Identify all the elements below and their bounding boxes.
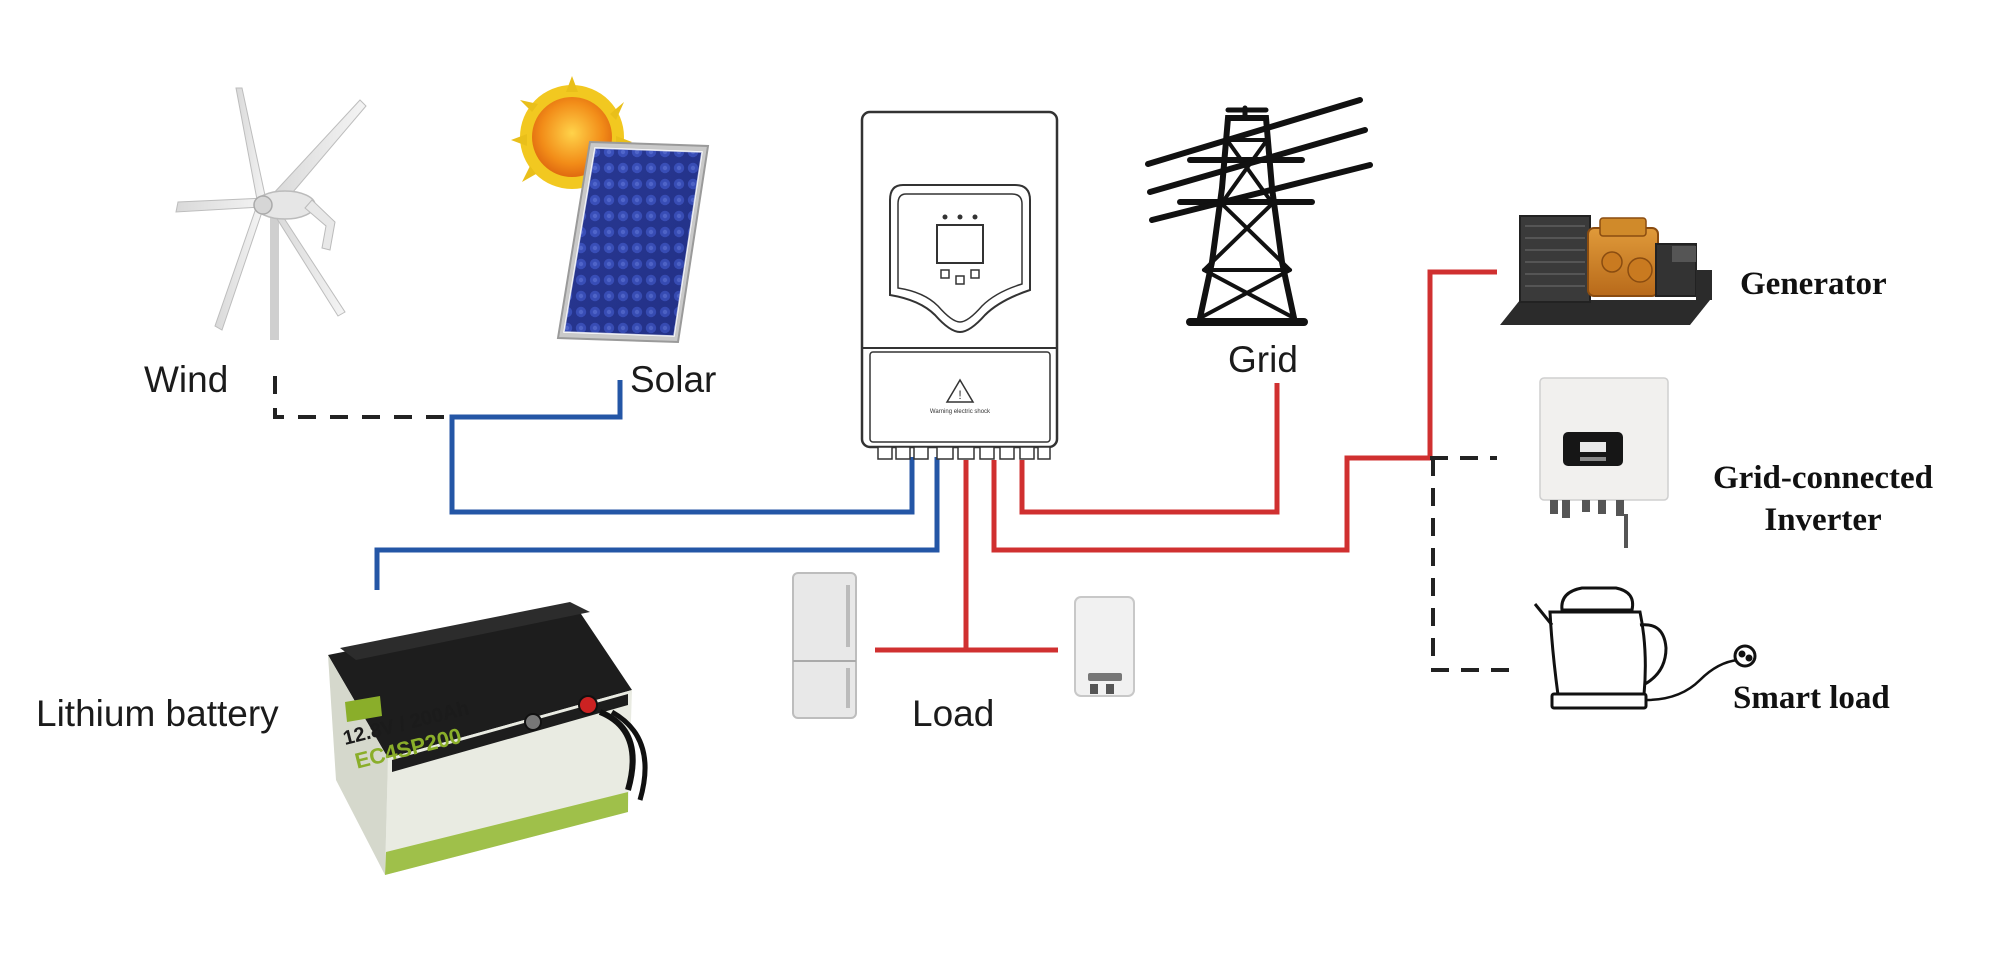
generator-icon (1500, 215, 1712, 325)
boiler-icon (1074, 596, 1135, 697)
grid-inverter-label-line2: Inverter (1764, 502, 1881, 538)
wind-turbine-icon (175, 87, 367, 340)
svg-text:!: ! (958, 388, 961, 402)
wind-label: Wind (144, 359, 228, 400)
lithium-battery-label: Lithium battery (36, 693, 279, 734)
solar-label: Solar (630, 359, 716, 400)
connection-lines (273, 269, 1515, 672)
generator-to-inverter-line (991, 269, 1497, 553)
fridge-icon (792, 572, 857, 719)
generator-label: Generator (1740, 266, 1887, 302)
solar-to-inverter-line (449, 380, 915, 515)
smart-load-dashed-line (1431, 458, 1515, 672)
power-tower-icon (1145, 97, 1373, 326)
battery-icon: 12.8V / 200Ah EC4SP200 (328, 602, 648, 875)
kettle-icon (1533, 586, 1757, 710)
solar-panel-icon (556, 140, 710, 344)
grid-to-inverter-line (1019, 383, 1280, 515)
load-label: Load (912, 693, 994, 734)
battery-to-inverter-line (374, 457, 940, 590)
inverter-warning-text: Warning electric shock (930, 409, 991, 415)
grid-inverter-label-line1: Grid-connected (1713, 460, 1933, 496)
smart-load-label: Smart load (1733, 680, 1890, 716)
grid-inverter-icon (1539, 377, 1669, 548)
grid-label: Grid (1228, 339, 1298, 380)
hybrid-inverter-icon: ! Warning electric shock (860, 110, 1059, 460)
wind-dashed-line (273, 376, 452, 419)
